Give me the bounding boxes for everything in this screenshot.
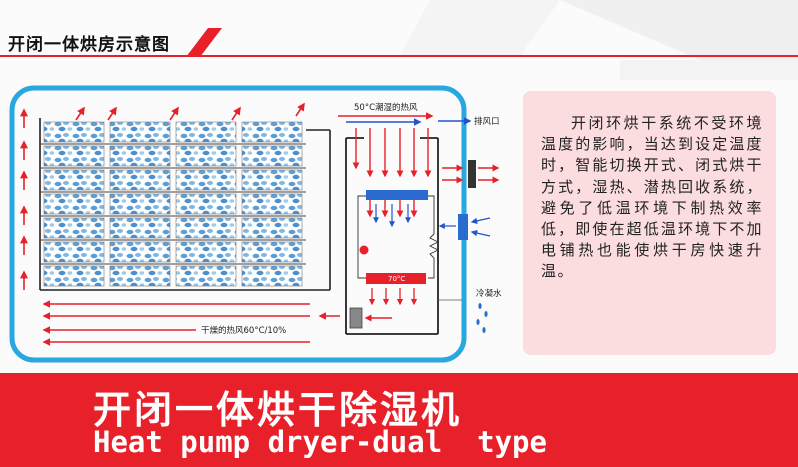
label-condensate: 冷凝水 [476, 288, 502, 299]
background-decoration [560, 0, 798, 60]
refrigerant-loop [357, 195, 440, 279]
label-top-airflow: 50°C潮湿的热风 [354, 102, 418, 113]
exhaust-vent [468, 160, 476, 188]
rising-air-arrows [20, 102, 305, 290]
cooled-air-arrows [373, 204, 411, 228]
product-title-en: Heat pump dryer-dual type [93, 425, 547, 459]
description-box: 开闭环烘干系统不受环境温度的影响，当达到设定温度时，智能切换开式、闭式烘干方式，… [523, 91, 776, 355]
condensate-drops [476, 303, 488, 333]
compressor [359, 245, 369, 255]
circulation-fan [349, 307, 363, 329]
material-trays [43, 121, 303, 287]
top-airflow-arrows [338, 112, 472, 126]
product-title-cn: 开闭一体烘干除湿机 [93, 388, 463, 432]
dehumidifier-unit [345, 137, 439, 335]
label-heater-temp: 70°C [388, 275, 405, 283]
description-text: 开闭环烘干系统不受环境温度的影响，当达到设定温度时，智能切换开式、闭式烘干方式，… [541, 114, 763, 281]
evaporator [366, 190, 428, 200]
descending-air-arrows [352, 128, 432, 218]
footer-banner [0, 373, 798, 467]
label-exhaust: 排风口 [474, 116, 500, 127]
label-dry-airflow: 干燥的热风60°C/10% [201, 325, 286, 336]
tray-rack [39, 118, 331, 291]
page-title: 开闭一体烘房示意图 [8, 35, 170, 55]
dry-air-return-arrows [42, 300, 340, 346]
dryer-diagram: 50°C潮湿的热风 排风口 [9, 85, 502, 363]
header-underline [0, 28, 798, 57]
fresh-air-vent [458, 214, 468, 240]
condenser-heater [366, 273, 426, 284]
